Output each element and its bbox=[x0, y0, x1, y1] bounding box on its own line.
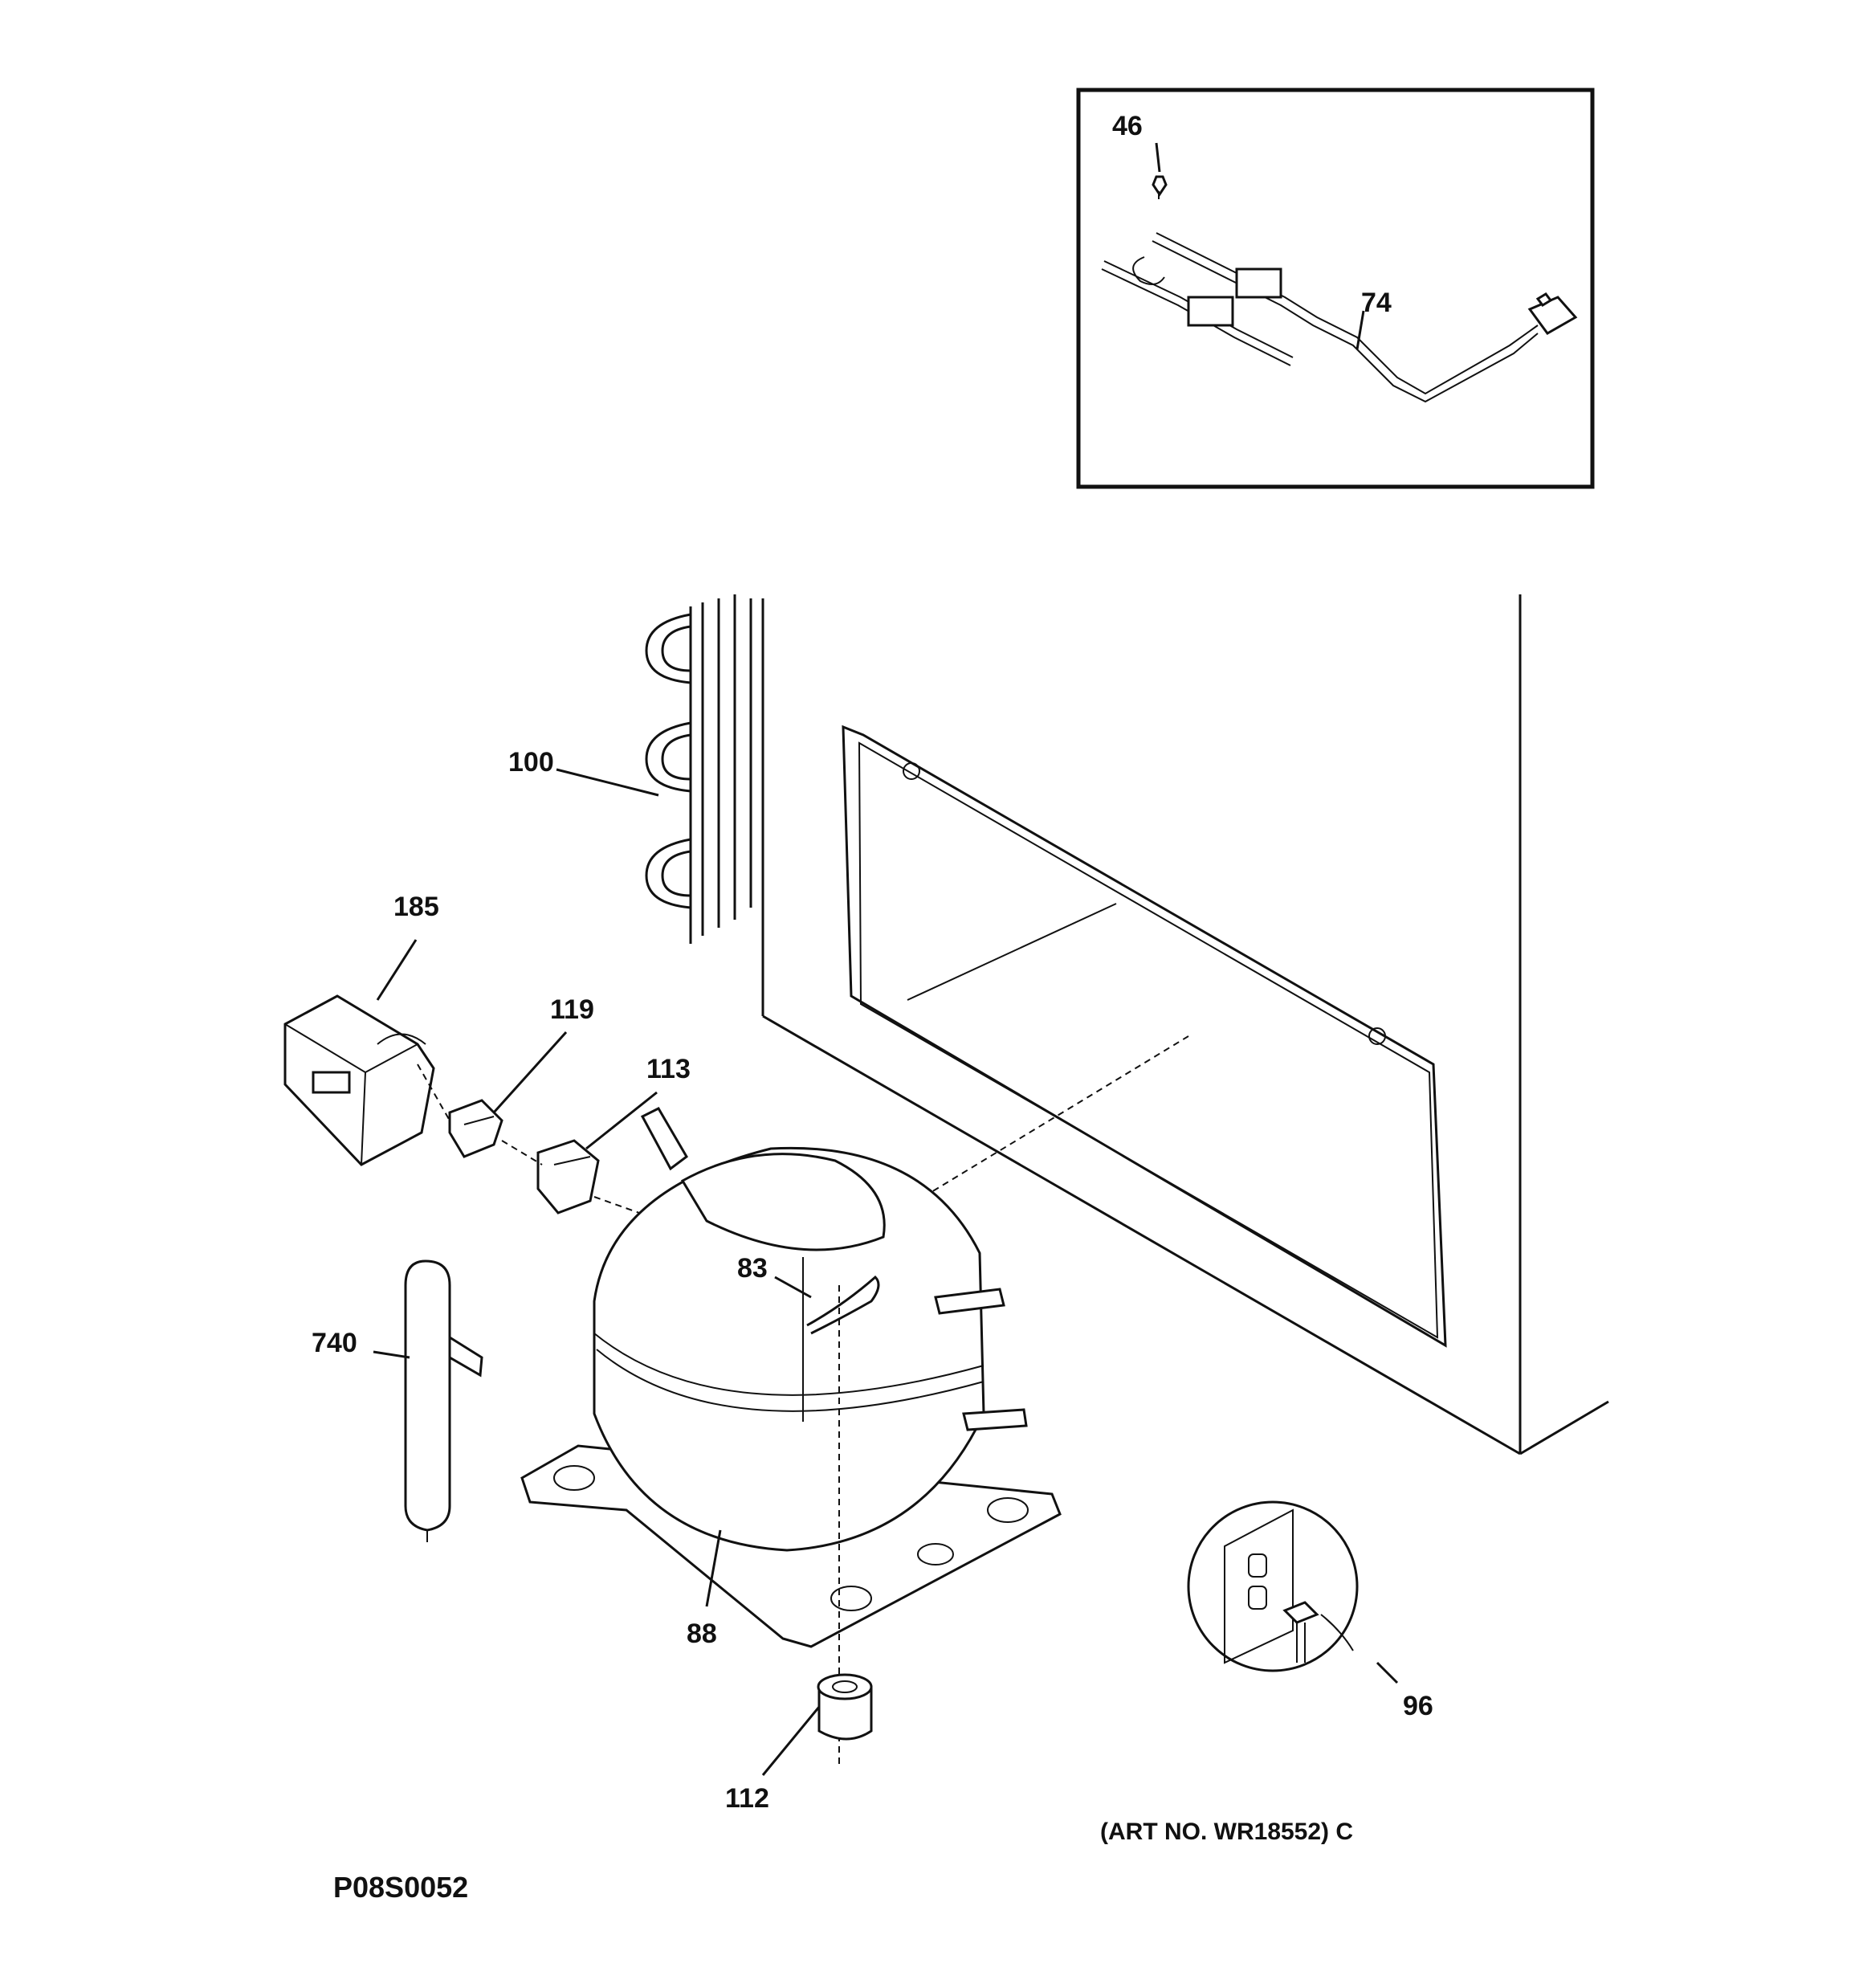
callout-88: 88 bbox=[687, 1619, 717, 1649]
callout-113: 113 bbox=[646, 1054, 691, 1084]
assembly-line bbox=[501, 1140, 543, 1165]
callout-119: 119 bbox=[550, 994, 594, 1025]
cover-185-part bbox=[283, 994, 435, 1166]
screw-46-part bbox=[1152, 175, 1168, 199]
art-number: (ART NO. WR18552) C bbox=[1100, 1819, 1353, 1845]
clip-83-part bbox=[806, 1275, 880, 1335]
drawing-code: P08S0052 bbox=[333, 1871, 468, 1904]
callout-185: 185 bbox=[393, 892, 439, 922]
callout-96: 96 bbox=[1403, 1691, 1433, 1721]
compressor-88-part bbox=[520, 1107, 1062, 1767]
inset-box bbox=[1076, 88, 1595, 489]
callout-740: 740 bbox=[312, 1328, 357, 1358]
callout-74: 74 bbox=[1361, 288, 1392, 318]
grommet-112-part bbox=[817, 1673, 873, 1741]
callout-83: 83 bbox=[737, 1253, 768, 1284]
condenser-100-part bbox=[645, 594, 764, 944]
callout-112: 112 bbox=[725, 1783, 769, 1814]
callout-46: 46 bbox=[1112, 111, 1143, 141]
relay-119-part bbox=[448, 1099, 503, 1158]
harness-74-part bbox=[1101, 232, 1578, 403]
overload-113-part bbox=[536, 1139, 600, 1214]
drier-740-part bbox=[404, 1259, 483, 1542]
callout-100: 100 bbox=[508, 747, 554, 778]
leader-lines bbox=[373, 142, 1399, 1776]
cabinet-outline bbox=[761, 594, 1609, 1455]
power-cord-96-part bbox=[1187, 1500, 1359, 1672]
